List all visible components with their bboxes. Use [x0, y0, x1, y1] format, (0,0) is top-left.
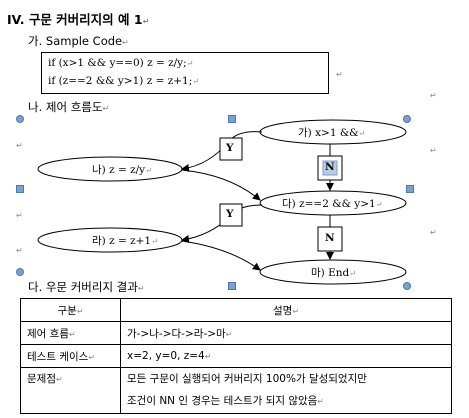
table-row: 문제점↵ 모든 구문이 실행되어 커버리지 100%가 달성되었지만 조건이 N…: [20, 367, 452, 414]
branch-y1-label: Y: [226, 142, 234, 154]
table-cell-label: 제어 흐름↵: [20, 321, 121, 345]
paragraph-mark: ↵: [430, 228, 437, 237]
code-line: if (x>1 && y==0) z = z/y;↵: [48, 57, 194, 69]
branch-y1-box: [219, 137, 243, 161]
selection-handle[interactable]: [403, 282, 411, 290]
branch-y2-label: Y: [226, 208, 234, 220]
node-na-label: 나) z = z/y↵: [92, 164, 152, 176]
table-header-cell: 구분↵: [20, 298, 121, 322]
page-heading: IV. 구문 커버리지의 예 1↵: [7, 12, 150, 27]
table-row: 테스트 케이스↵ x=2, y=0, z=4↵: [20, 344, 452, 368]
paragraph-mark: ↵: [16, 246, 23, 255]
section-result-title: 다. 우문 커버리지 결과↵: [28, 280, 145, 294]
selection-handle[interactable]: [16, 268, 24, 276]
paragraph-mark: ↵: [16, 141, 23, 150]
table-cell-label: 테스트 케이스↵: [20, 344, 121, 368]
selection-handle[interactable]: [406, 185, 414, 193]
edge-ra-ma: [181, 240, 261, 271]
branch-n1-label: N: [325, 161, 335, 173]
result-table: 구분↵ 설명↵ 제어 흐름↵ 가->나->다->라->마↵ 테스트 케이스↵ x…: [20, 298, 452, 414]
branch-n2-label: N: [325, 232, 335, 244]
node-ma-label: 마) End↵: [311, 267, 356, 279]
section-flow-title: 나. 제어 흐름도↵: [28, 100, 110, 114]
edge-na-da: [181, 169, 261, 201]
branch-n2-box: [317, 226, 343, 252]
paragraph-mark: ↵: [430, 91, 437, 100]
table-cell-value: 가->나->다->라->마↵: [120, 321, 452, 345]
table-row: 제어 흐름↵ 가->나->다->라->마↵: [20, 321, 452, 345]
branch-n1-highlight: [322, 160, 338, 176]
code-line: if (z==2 && y>1) z = z+1;↵: [48, 75, 199, 87]
table-cell-value: 모든 구문이 실행되어 커버리지 100%가 달성되었지만 조건이 NN 인 경…: [120, 367, 452, 414]
node-ga-label: 가) x>1 &&↵: [298, 127, 366, 139]
paragraph-mark: ↵: [430, 146, 437, 155]
table-cell-label: 문제점↵: [20, 367, 121, 414]
node-ma-ellipse: [259, 259, 407, 285]
table-header-cell: 설명↵: [120, 298, 452, 322]
branch-y2-box: [219, 203, 243, 227]
table-header-row: 구분↵ 설명↵: [20, 298, 452, 322]
selection-handle[interactable]: [16, 185, 24, 193]
paragraph-mark: ↵: [336, 70, 343, 79]
table-cell-value: x=2, y=0, z=4↵: [120, 344, 452, 368]
sample-code-box: if (x>1 && y==0) z = z/y;↵ if (z==2 && y…: [41, 52, 329, 94]
section-sample-code-title: 가. Sample Code↵: [28, 34, 129, 48]
selection-handle[interactable]: [403, 115, 411, 123]
selection-handle[interactable]: [228, 282, 236, 290]
selection-handle[interactable]: [228, 115, 236, 123]
node-da-ellipse: [259, 190, 407, 216]
selection-handle[interactable]: [16, 115, 24, 123]
node-ra-label: 라) z = z+1↵: [92, 235, 158, 247]
node-da-label: 다) z==2 && y>1↵: [282, 198, 383, 210]
paragraph-mark: ↵: [16, 211, 23, 220]
